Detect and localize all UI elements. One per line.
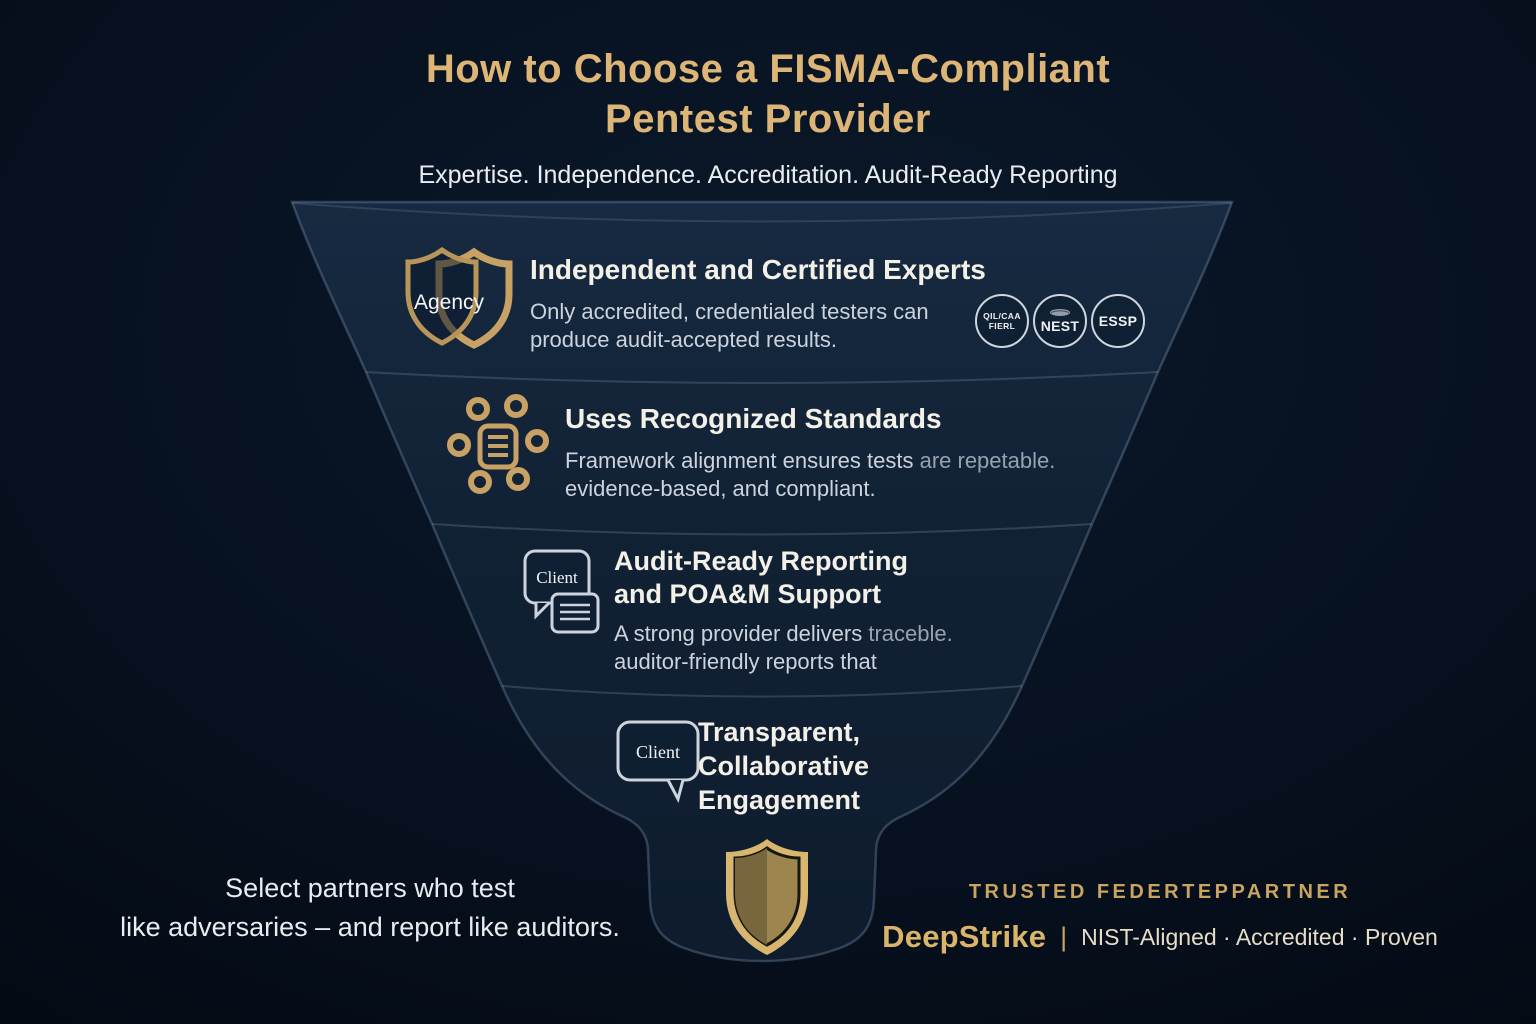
tier2-body: Framework alignment ensures tests are re… [565,447,1055,503]
nest-emblem-icon [1050,309,1070,316]
tier2-body-bright: Framework alignment ensures tests [565,448,920,473]
tier1-heading: Independent and Certified Experts [530,254,986,285]
client-chat-icon: Client [614,718,706,811]
tier4-heading: Transparent, Collaborative Engagement [698,715,869,817]
tier1-separator [365,371,1159,384]
badge-essp: ESSP [1091,294,1145,348]
gold-shield-icon [708,836,814,965]
footer-tagline: Select partners who test like adversarie… [40,869,700,947]
badge-nest: NEST [1033,294,1087,348]
brand-divider: | [1060,921,1068,952]
tier2-body-line1: Framework alignment ensures tests are re… [565,447,1055,475]
tier3-body-bright: A strong provider delivers [614,621,869,646]
tier1-body-line1: Only accredited, credentialed testers ca… [530,299,929,324]
tier3-heading: Audit-Ready Reporting and POA&M Support [614,545,908,611]
brand-logo-text: DeepStrike [882,919,1047,954]
trusted-partner-label: TRUSTED FEDERTEPPARTNER [968,881,1352,903]
tier2-heading: Uses Recognized Standards [565,403,942,434]
tier3-separator [501,685,1023,698]
brand-row: DeepStrike | NIST-Aligned · Accredited ·… [880,919,1440,955]
badge-qilcaa: QIL/CAA FIERL [975,294,1029,348]
tier3-body-line1: A strong provider delivers traceble. [614,620,953,648]
certification-badges: QIL/CAA FIERL NEST ESSP [975,294,1145,348]
tier4-heading-line3: Engagement [698,785,861,815]
standards-nodes-icon [442,389,554,506]
client-report-icon-label: Client [536,568,578,587]
tier2-separator [431,523,1093,536]
tier2-body-line2: evidence-based, and compliant. [565,476,876,501]
tier2-body-dim: are repetable. [919,448,1056,473]
tier4-heading-line2: Collaborative [698,751,870,781]
brand-tags: NIST-Aligned · Accredited · Proven [1081,923,1438,950]
page-title-line2: Pentest Provider [605,97,931,141]
badge-qilcaa-line2: FIERL [988,321,1016,331]
tier1-body: Only accredited, credentialed testers ca… [530,298,929,354]
tier3-body-line2: auditor-friendly reports that [614,649,877,674]
badge-nest-label: NEST [1040,318,1080,334]
tier3-body: A strong provider delivers traceble. aud… [614,620,953,676]
badge-qilcaa-line1: QIL/CAA [983,311,1021,321]
page-title: How to Choose a FISMA-Compliant Pentest … [0,44,1536,144]
tier1-body-line2: produce audit-accepted results. [530,327,837,352]
agency-shield-icon: Agency [397,245,519,358]
badge-essp-label: ESSP [1098,313,1138,329]
tier4-heading-line1: Transparent, [698,717,861,747]
funnel-outline [290,200,1234,963]
agency-icon-label: Agency [414,291,485,314]
client-chat-icon-label: Client [636,742,680,762]
footer-tagline-line1: Select partners who test [225,873,515,903]
page-subtitle: Expertise. Independence. Accreditation. … [418,161,1118,189]
tier3-heading-line2: and POA&M Support [614,579,881,609]
funnel-rim-curve [291,202,1233,223]
page-title-line1: How to Choose a FISMA-Compliant [425,47,1111,91]
client-report-icon: Client [522,548,602,639]
tier3-body-dim: traceble. [868,621,953,646]
footer-tagline-line2: like adversaries – and report like audit… [120,912,620,942]
tier3-heading-line1: Audit-Ready Reporting [614,546,908,576]
